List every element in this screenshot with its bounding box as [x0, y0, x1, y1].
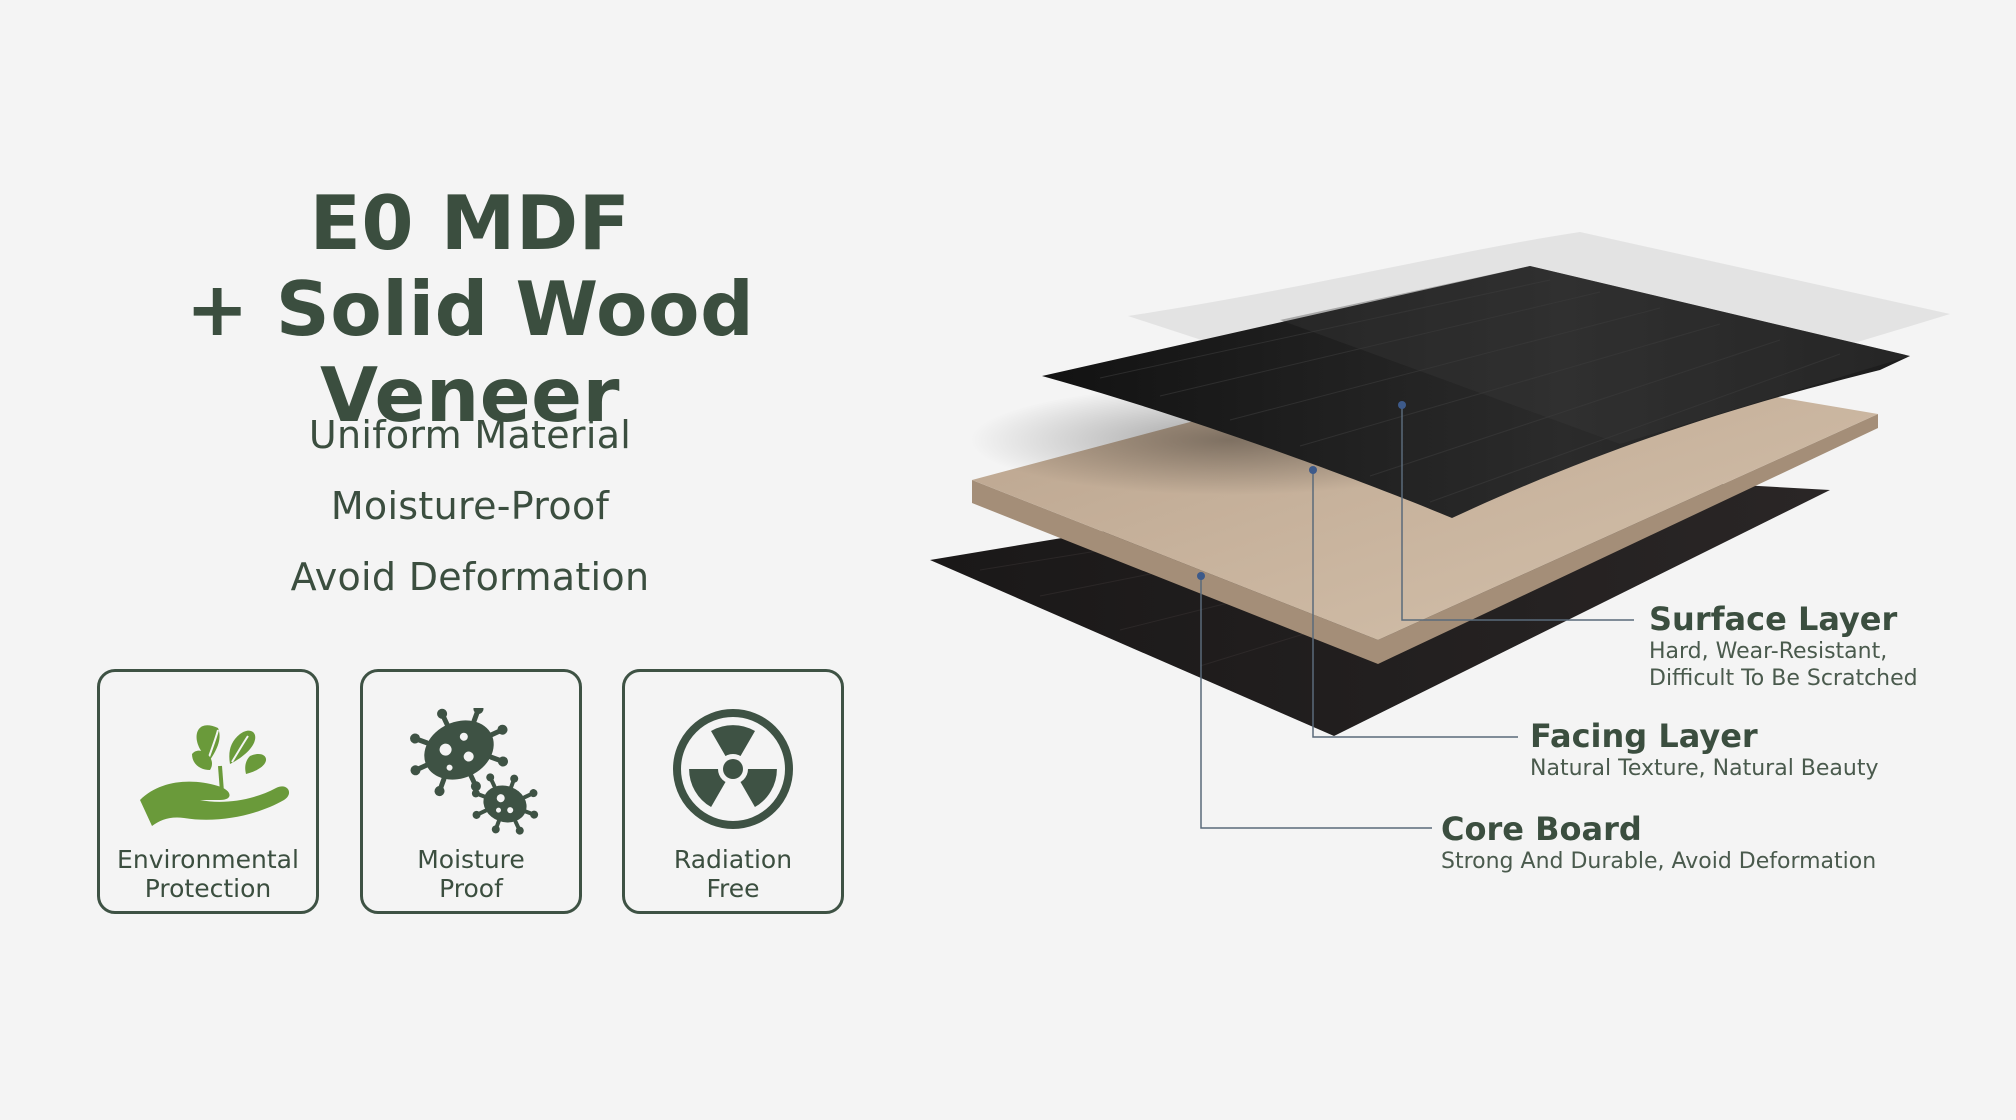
card-label-line2: Proof — [439, 874, 503, 903]
environmental-protection-card: Environmental Protection — [97, 669, 319, 914]
callout-description-line1: Hard, Wear-Resistant, — [1649, 639, 1888, 664]
callout-title: Surface Layer — [1649, 600, 1898, 638]
callout-description-line2: Difficult To Be Scratched — [1649, 666, 1918, 691]
facing-marker — [1309, 466, 1317, 474]
card-label-line1: Radiation — [673, 845, 793, 874]
core-marker — [1197, 572, 1205, 580]
surface-marker — [1398, 401, 1406, 409]
hand-leaf-icon — [140, 725, 290, 826]
callout-description: Strong And Durable, Avoid Deformation — [1441, 849, 1877, 874]
surface-veneer-sheet — [1042, 266, 1910, 518]
feature-item: Moisture-Proof — [330, 484, 610, 528]
callout-title: Facing Layer — [1530, 717, 1758, 755]
core-board-callout: Core Board Strong And Durable, Avoid Def… — [1441, 810, 1876, 875]
callout-description: Natural Texture, Natural Beauty — [1530, 756, 1879, 781]
card-label-line2: Free — [706, 874, 760, 903]
feature-item: Avoid Deformation — [290, 555, 650, 599]
callout-title: Core Board — [1441, 810, 1642, 848]
radiation-icon — [673, 709, 793, 829]
card-label: Moisture Proof — [363, 845, 579, 903]
card-label-line2: Protection — [144, 874, 272, 903]
page-title: E0 MDF + Solid Wood Veneer — [60, 180, 880, 438]
feature-list: Uniform Material Moisture-Proof Avoid De… — [60, 400, 880, 613]
card-label: Radiation Free — [625, 845, 841, 903]
bacteria-icon — [410, 708, 539, 835]
facing-leader-line — [1312, 470, 1518, 738]
core-leader-line — [1200, 576, 1432, 829]
surface-layer-callout: Surface Layer Hard, Wear-Resistant, Diff… — [1649, 600, 1918, 692]
layer-structure-illustration — [930, 232, 1950, 829]
radiation-free-card: Radiation Free — [622, 669, 844, 914]
card-label: Environmental Protection — [100, 845, 316, 903]
card-label-line1: Moisture — [417, 845, 525, 874]
title-line-2: + Solid Wood Veneer — [185, 265, 755, 439]
moisture-proof-card: Moisture Proof — [360, 669, 582, 914]
facing-layer-callout: Facing Layer Natural Texture, Natural Be… — [1530, 717, 1879, 782]
title-line-1: E0 MDF — [309, 179, 631, 267]
surface-leader-line — [1401, 405, 1634, 621]
card-label-line1: Environmental — [117, 845, 299, 874]
feature-item: Uniform Material — [308, 413, 632, 457]
callout-description: Hard, Wear-Resistant, Difficult To Be Sc… — [1649, 638, 1918, 692]
